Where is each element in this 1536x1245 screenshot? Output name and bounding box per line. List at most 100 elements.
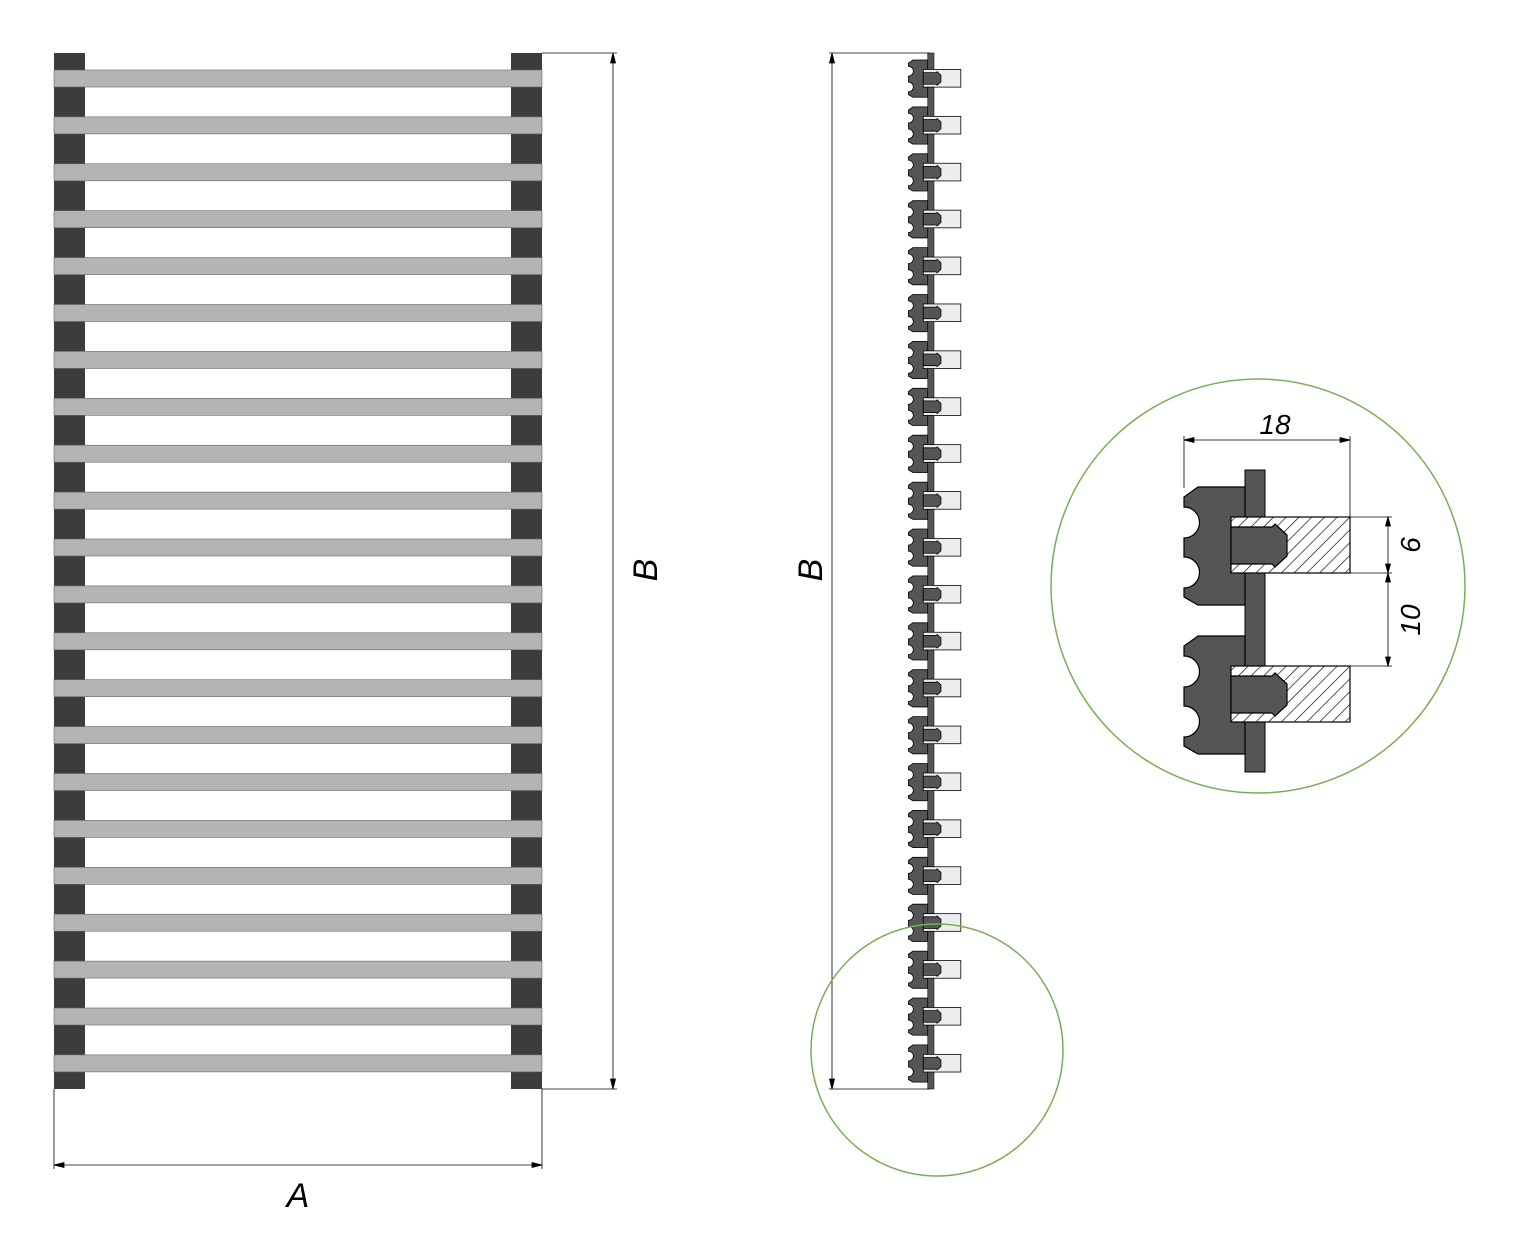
dimension-b-side (828, 52, 930, 1090)
dimension-b-front-label: B (627, 559, 665, 582)
profile-tongue (922, 352, 942, 368)
profile-body (1183, 635, 1246, 755)
towel-bar (53, 632, 543, 651)
profile-tongue (922, 446, 942, 461)
profile-module (908, 669, 962, 708)
profile-tongue (922, 118, 942, 133)
profile-body (908, 950, 929, 989)
profile-body (908, 997, 929, 1036)
detail-view: 18 6 10 (1050, 378, 1466, 794)
profile-module (908, 950, 962, 989)
towel-bar (53, 1007, 543, 1026)
profile-tongue (922, 258, 942, 274)
profile-tongue (922, 868, 942, 884)
front-view: A B (53, 52, 665, 1215)
profile-tongue (922, 633, 942, 649)
profile-body (908, 247, 929, 286)
profile-body (908, 153, 929, 192)
profile-module (1183, 486, 1351, 606)
towel-bar (53, 679, 543, 698)
profile-body (908, 106, 929, 145)
towel-bar (53, 69, 543, 88)
profile-tongue (922, 587, 942, 602)
towel-bar (53, 491, 543, 510)
towel-bar (53, 913, 543, 932)
profile-module (908, 434, 962, 473)
towel-bar (53, 257, 543, 275)
profile-tongue (922, 399, 942, 415)
towel-bar (53, 351, 543, 369)
profile-module (908, 810, 962, 849)
profile-module (908, 856, 962, 895)
profile-module (908, 294, 962, 333)
profile-body (908, 903, 929, 942)
profile-body (908, 59, 929, 98)
profile-module (908, 387, 962, 426)
profile-body (908, 810, 929, 849)
dimension-6-label: 6 (1395, 537, 1426, 553)
towel-bar (53, 116, 543, 135)
profile-tongue (922, 962, 942, 977)
towel-bar (53, 773, 543, 791)
profile-module (908, 1044, 962, 1083)
towel-bar (53, 1054, 543, 1073)
profile-module (908, 903, 962, 942)
profile-tongue (922, 915, 942, 930)
profile-tongue (922, 821, 942, 837)
profile-module (908, 341, 962, 380)
towel-bar (53, 585, 543, 604)
profile-body (908, 387, 929, 426)
profile-body (908, 434, 929, 473)
profile-module (908, 716, 962, 755)
dimension-b-front (542, 52, 617, 1090)
dimension-a-label: A (285, 1177, 310, 1215)
profile-module (908, 997, 962, 1036)
profile-body (908, 763, 929, 802)
towel-bar (53, 163, 543, 182)
profile-body (908, 341, 929, 380)
towel-bar (53, 820, 543, 838)
towel-bar (53, 538, 543, 557)
profile-module (908, 575, 962, 614)
towel-bar (53, 444, 543, 463)
profile-tongue (922, 305, 942, 321)
profile-module (908, 106, 962, 145)
profile-module (908, 481, 962, 520)
profile-tongue (922, 493, 942, 508)
profile-module (908, 200, 962, 239)
towel-bar (53, 397, 543, 416)
profile-tongue (922, 1009, 942, 1024)
profile-body (1183, 486, 1246, 606)
profile-tongue (1230, 672, 1288, 717)
profile-body (908, 856, 929, 895)
side-view: B (792, 52, 1064, 1177)
profile-body (908, 622, 929, 661)
profile-body (908, 481, 929, 520)
towel-bar (53, 866, 543, 885)
profile-tongue (922, 71, 942, 86)
towel-bar (53, 210, 543, 228)
profile-module (908, 763, 962, 802)
dimension-10-label: 10 (1395, 604, 1426, 636)
side-profile-spine (927, 52, 935, 1090)
profile-tongue (922, 540, 942, 555)
profile-body (908, 200, 929, 239)
towel-bar (53, 304, 543, 322)
profile-body (908, 716, 929, 755)
profile-body (908, 1044, 929, 1083)
profile-tongue (922, 727, 942, 743)
profile-module (908, 153, 962, 192)
towel-bar (53, 726, 543, 744)
profile-module (1183, 635, 1351, 755)
profile-tongue (922, 774, 942, 790)
profile-tongue (922, 1056, 942, 1071)
detail-marker-circle (810, 923, 1064, 1177)
right-rail (511, 53, 542, 1089)
dimension-18-label: 18 (1259, 409, 1291, 440)
profile-tongue (1230, 523, 1288, 568)
left-rail (54, 53, 85, 1089)
detail-profile-spine (1244, 469, 1266, 773)
profile-body (908, 294, 929, 333)
profile-module (908, 59, 962, 98)
